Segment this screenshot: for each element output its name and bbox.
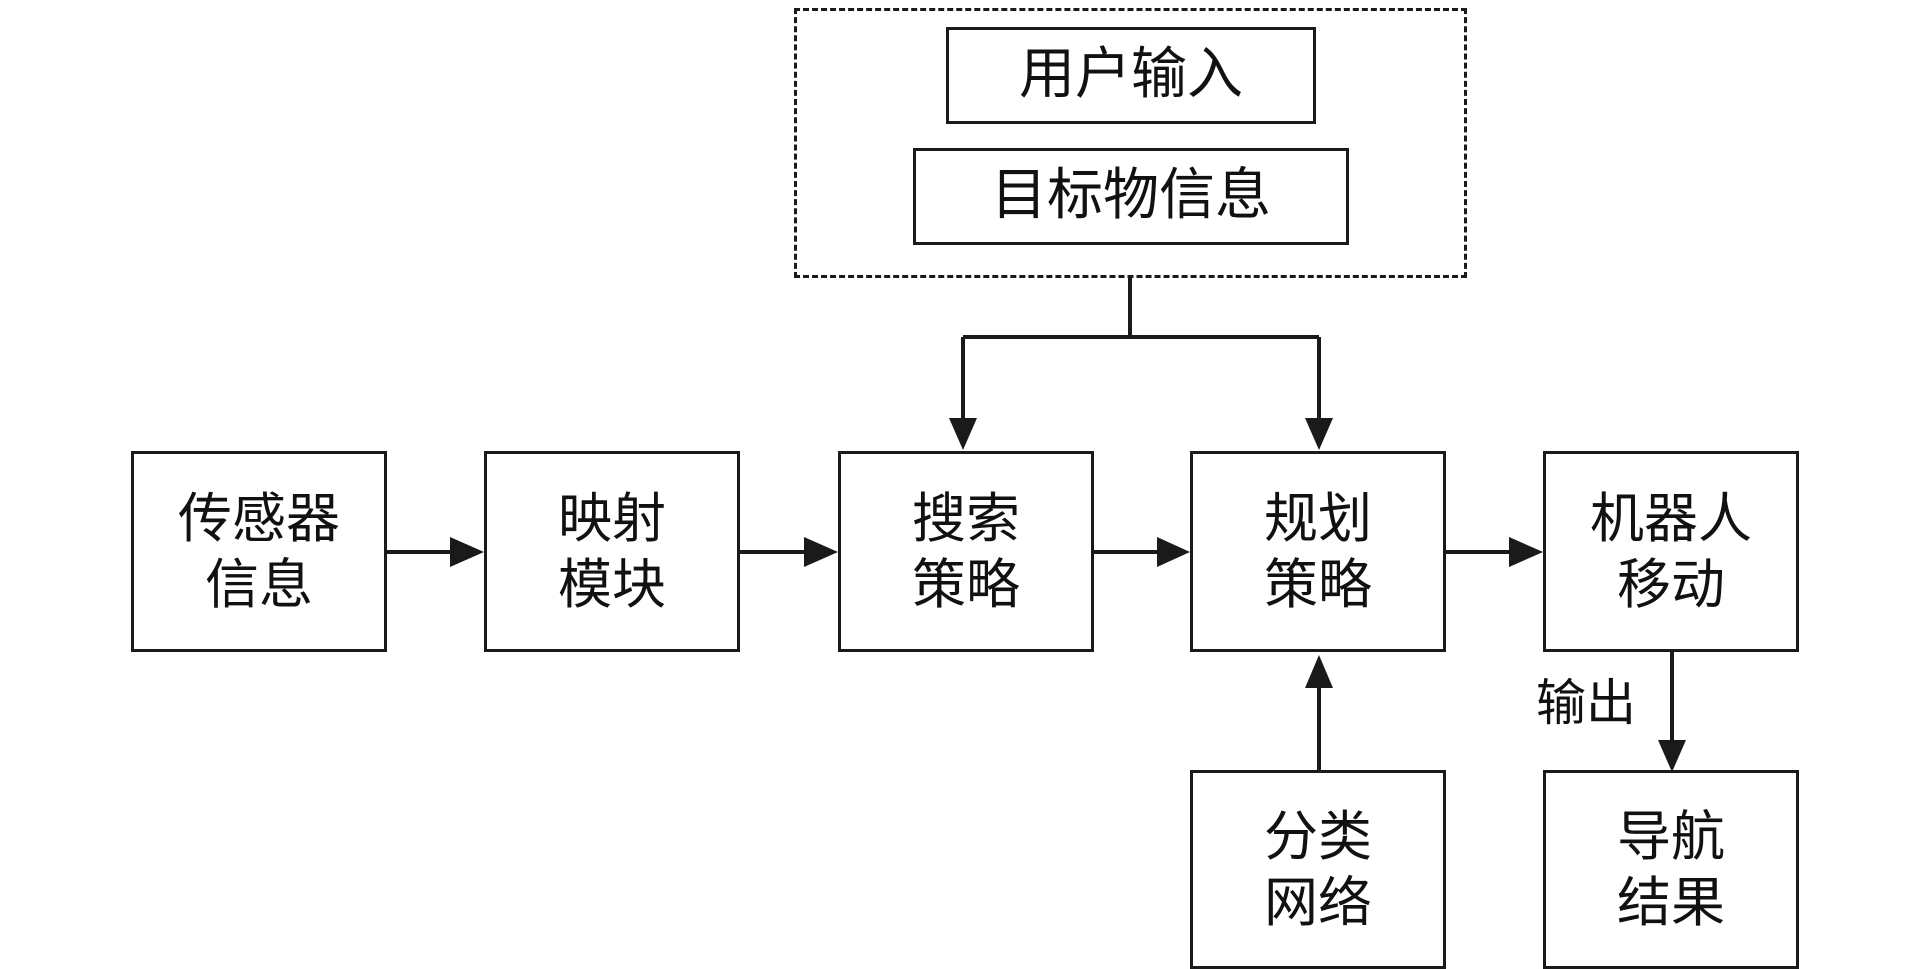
arrowhead-robot-left <box>1509 537 1543 567</box>
mapping-module-line1: 映射 <box>558 486 666 550</box>
sensor-info-line2: 信息 <box>205 552 313 616</box>
search-strategy-node: 搜索 策略 <box>838 451 1094 652</box>
arrowhead-search-top <box>949 418 977 450</box>
search-strategy-line2: 策略 <box>912 552 1020 616</box>
mapping-module-node: 映射 模块 <box>484 451 740 652</box>
arrowhead-planning-top <box>1305 418 1333 450</box>
navigation-result-node: 导航 结果 <box>1543 770 1799 969</box>
navigation-result-line2: 结果 <box>1617 870 1725 934</box>
classification-network-line1: 分类 <box>1264 804 1372 868</box>
classification-network-line2: 网络 <box>1264 870 1372 934</box>
robot-movement-node: 机器人 移动 <box>1543 451 1799 652</box>
planning-strategy-line1: 规划 <box>1264 486 1372 550</box>
robot-movement-line1: 机器人 <box>1590 486 1752 550</box>
arrowhead-planning-bottom <box>1305 655 1333 688</box>
planning-strategy-node: 规划 策略 <box>1190 451 1446 652</box>
classification-network-node: 分类 网络 <box>1190 770 1446 969</box>
sensor-info-node: 传感器 信息 <box>131 451 387 652</box>
search-strategy-line1: 搜索 <box>912 486 1020 550</box>
arrowhead-search-left <box>804 537 838 567</box>
mapping-module-line2: 模块 <box>558 552 666 616</box>
arrowhead-result-top <box>1658 740 1686 772</box>
target-info-label: 目标物信息 <box>991 163 1271 229</box>
target-info-box: 目标物信息 <box>913 148 1349 245</box>
sensor-info-line1: 传感器 <box>178 486 340 550</box>
planning-strategy-line2: 策略 <box>1264 552 1372 616</box>
robot-movement-line2: 移动 <box>1617 552 1725 616</box>
navigation-result-line1: 导航 <box>1617 804 1725 868</box>
user-input-box: 用户输入 <box>946 27 1316 124</box>
input-group <box>794 8 1467 278</box>
output-edge-label: 输出 <box>1536 674 1636 732</box>
user-input-label: 用户输入 <box>1019 42 1243 108</box>
arrowhead-mapping-left <box>450 537 484 567</box>
arrowhead-planning-left <box>1157 537 1190 567</box>
